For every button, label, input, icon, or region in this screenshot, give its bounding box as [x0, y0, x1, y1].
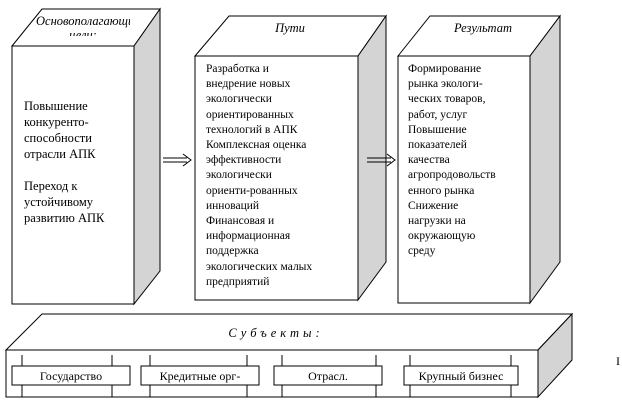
block-3-front-face	[397, 55, 531, 304]
subjects-title: Субъекты:	[228, 326, 324, 340]
block-1-line: развитию АПК	[24, 211, 105, 225]
block-2-front-face	[194, 55, 359, 301]
block-2-line: предприятий	[206, 275, 270, 288]
block-2-line: экологически	[206, 93, 272, 106]
block-1-front-face	[11, 45, 135, 305]
block-2-line: ориентированных	[206, 108, 294, 121]
block-1-gap	[24, 162, 174, 178]
block-2-header: Пути	[275, 21, 305, 35]
block-2-line: технологий в АПК	[206, 123, 298, 136]
block-3-line: нагрузки на	[408, 215, 466, 228]
subject-label: Крупный бизнес	[418, 369, 504, 383]
block-3-side-face	[529, 14, 561, 305]
block-1-line: Повышение	[24, 99, 88, 113]
subject-box-3	[273, 365, 383, 386]
block-1-line: отрасли АПК	[24, 147, 96, 161]
block-1-line: Переход к	[24, 179, 78, 193]
block-2-line: Разработка и	[206, 63, 269, 75]
block-2-line: эффективности	[206, 154, 282, 167]
double-arrow-icon	[163, 153, 192, 167]
block-3-line: среду	[408, 245, 436, 258]
block-2-line: экологически	[206, 169, 272, 182]
block-3-header: Результат	[453, 21, 512, 35]
block-1-line: конкуренто-	[24, 115, 89, 129]
block-3-line: Формирование	[408, 63, 482, 75]
block-3-line: качества	[408, 154, 450, 167]
subject-label: Отрасл.	[308, 369, 348, 383]
block-3-line: Повышение	[408, 123, 467, 136]
block-3-line: работ, услуг	[408, 108, 468, 121]
block-1-line: способности	[24, 131, 92, 145]
subject-box-1	[11, 365, 131, 386]
subject-box-4	[403, 365, 519, 386]
block-3-line: показателей	[408, 139, 467, 152]
subject-label: Кредитные орг-	[159, 369, 241, 383]
block-2-line: Комплексная оценка	[206, 139, 307, 152]
block-1-body: Повышение конкуренто- способности отрасл…	[24, 98, 174, 226]
block-3-line: ческих товаров,	[408, 93, 486, 106]
block-2-line: Финансовая и	[206, 215, 275, 228]
block-1-line: устойчивому	[24, 195, 94, 209]
block-2-line: инноваций	[206, 199, 260, 212]
block-2-body: Разработка и внедрение новых экологическ…	[206, 62, 366, 290]
block-3-line: агропродовольств	[408, 169, 496, 182]
block-2-line: ориенти-рованных	[206, 184, 298, 197]
side-mark: I	[616, 354, 620, 368]
block-2-line: экологических малых	[206, 260, 313, 273]
subject-label: Государство	[39, 369, 103, 383]
block-3-line: енного рынка	[408, 184, 475, 197]
block-3-line: Снижение	[408, 199, 459, 212]
block-3-line: рынка экологи-	[408, 78, 483, 91]
subject-box-2	[140, 365, 260, 386]
block-3-line: окружающую	[408, 230, 476, 243]
block-1-header: Основополагающие цели:	[36, 14, 130, 36]
block-2-line: внедрение новых	[206, 78, 291, 91]
block-2-line: поддержка	[206, 245, 259, 258]
block-2-line: информационная	[206, 230, 291, 243]
block-3-body: Формирование рынка экологи- ческих товар…	[408, 62, 528, 260]
double-arrow-icon	[367, 153, 396, 167]
